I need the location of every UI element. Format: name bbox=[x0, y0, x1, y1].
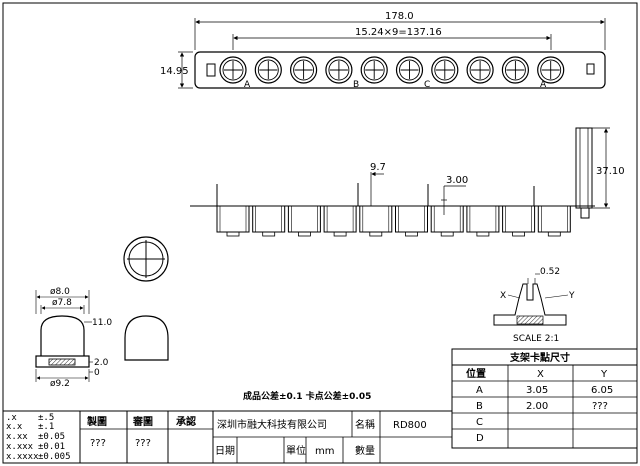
drawn-value: ??? bbox=[90, 438, 106, 449]
tol-row-3-val: ±0.05 bbox=[38, 432, 65, 442]
clip-table-header-y: Y bbox=[600, 369, 608, 380]
company-name: 深圳市融大科技有限公司 bbox=[217, 418, 327, 431]
checked-label: 審圖 bbox=[132, 415, 153, 428]
strip-led-8 bbox=[466, 56, 494, 84]
lead-offset-dim: 9.7 bbox=[370, 162, 386, 173]
clip-table-row-a-x: 3.05 bbox=[526, 385, 548, 396]
clip-table-row-d-pos: D bbox=[476, 433, 484, 444]
clip-table-title: 支架卡點尺寸 bbox=[509, 351, 570, 364]
tol-row-4-val: ±0.01 bbox=[38, 442, 65, 452]
clip-table-header-pos: 位置 bbox=[466, 367, 486, 380]
strip-label-a: A bbox=[244, 80, 251, 90]
detail-label-x: X bbox=[500, 291, 506, 301]
clip-table-row-b-x: 2.00 bbox=[526, 401, 548, 412]
side-led-4 bbox=[323, 205, 357, 237]
tol-row-2-key: x.x bbox=[6, 422, 23, 432]
side-led-10 bbox=[537, 205, 571, 237]
strip-led-4 bbox=[325, 56, 353, 84]
pitch-dim: 15.24×9=137.16 bbox=[355, 27, 442, 38]
side-led-5 bbox=[359, 205, 393, 237]
clip-table-row-b-y: ??? bbox=[592, 401, 608, 412]
led-side-profile bbox=[35, 290, 93, 382]
tol-row-1-val: ±.5 bbox=[38, 413, 54, 423]
tol-row-4-key: x.xxx bbox=[6, 442, 34, 452]
side-led-7 bbox=[430, 205, 464, 237]
tol-row-5-val: ±0.005 bbox=[38, 452, 71, 462]
strip-led-1 bbox=[219, 56, 247, 84]
approved-label: 承認 bbox=[176, 415, 196, 428]
tolerance-note: 成品公差±0.1 卡点公差±0.05 bbox=[243, 390, 371, 402]
side-led-1 bbox=[216, 205, 250, 237]
led-top-view bbox=[123, 236, 169, 282]
side-led-6 bbox=[395, 205, 428, 237]
strip-led-2 bbox=[254, 56, 282, 84]
unit-value: mm bbox=[315, 446, 334, 457]
clip-detail bbox=[493, 273, 569, 326]
title-block bbox=[3, 410, 637, 463]
height-zero-dim: 0 bbox=[94, 368, 100, 378]
strip-label-a2: A bbox=[540, 80, 547, 90]
strip-led-9 bbox=[501, 56, 530, 84]
drawn-label: 製圖 bbox=[86, 415, 107, 428]
qty-label: 數量 bbox=[355, 444, 375, 457]
strip-led-3 bbox=[290, 56, 318, 84]
checked-value: ??? bbox=[135, 438, 151, 449]
holder-height-dim: 37.10 bbox=[596, 166, 625, 177]
strip-led-6 bbox=[395, 56, 424, 84]
unit-label: 單位 bbox=[286, 444, 306, 457]
lead-length-dim: 3.00 bbox=[446, 175, 468, 186]
clip-table-row-a-y: 6.05 bbox=[591, 385, 613, 396]
name-label: 名稱 bbox=[355, 418, 375, 431]
clip-table-row-a-pos: A bbox=[476, 385, 483, 396]
strip-label-c: C bbox=[424, 80, 430, 90]
strip-led-10 bbox=[537, 56, 565, 84]
height-total-dim: 11.0 bbox=[92, 318, 112, 328]
tol-row-1-key: .x bbox=[6, 413, 17, 423]
strip-label-b: B bbox=[353, 80, 359, 90]
side-led-9 bbox=[502, 205, 536, 237]
overall-length-dim: 178.0 bbox=[385, 11, 414, 22]
name-value: RD800 bbox=[393, 420, 427, 431]
clip-table-row-c-pos: C bbox=[476, 417, 483, 428]
led-outline-view bbox=[124, 315, 169, 361]
detail-label-y: Y bbox=[568, 291, 575, 301]
side-led-8 bbox=[466, 205, 500, 237]
tol-row-2-val: ±.1 bbox=[38, 422, 54, 432]
clip-table bbox=[451, 348, 638, 449]
strip-led-5 bbox=[360, 56, 388, 84]
clip-table-row-b-pos: B bbox=[476, 401, 483, 412]
top-dia-dim: ø8.0 bbox=[50, 287, 70, 297]
tolerance-list: .x ±.5 x.x ±.1 x.xx ±0.05 x.xxx ±0.01 x.… bbox=[6, 413, 71, 462]
clip-width-dim: 0.52 bbox=[540, 267, 560, 277]
side-led-3 bbox=[287, 205, 321, 237]
clip-table-header-x: X bbox=[537, 369, 544, 380]
height-base-dim: 2.0 bbox=[94, 358, 109, 368]
strip-led-7 bbox=[431, 56, 459, 84]
bottom-dia-dim: ø9.2 bbox=[50, 379, 70, 389]
date-label: 日期 bbox=[215, 445, 235, 457]
mid-dia-dim: ø7.8 bbox=[52, 298, 72, 308]
side-led-2 bbox=[252, 205, 286, 237]
tol-row-5-key: x.xxxx bbox=[6, 452, 39, 462]
strip-top-view bbox=[178, 18, 606, 89]
strip-height-dim: 14.95 bbox=[160, 66, 189, 77]
strip-side-view bbox=[190, 127, 610, 237]
scale-label: SCALE 2:1 bbox=[513, 334, 559, 344]
tol-row-3-key: x.xx bbox=[6, 432, 28, 442]
